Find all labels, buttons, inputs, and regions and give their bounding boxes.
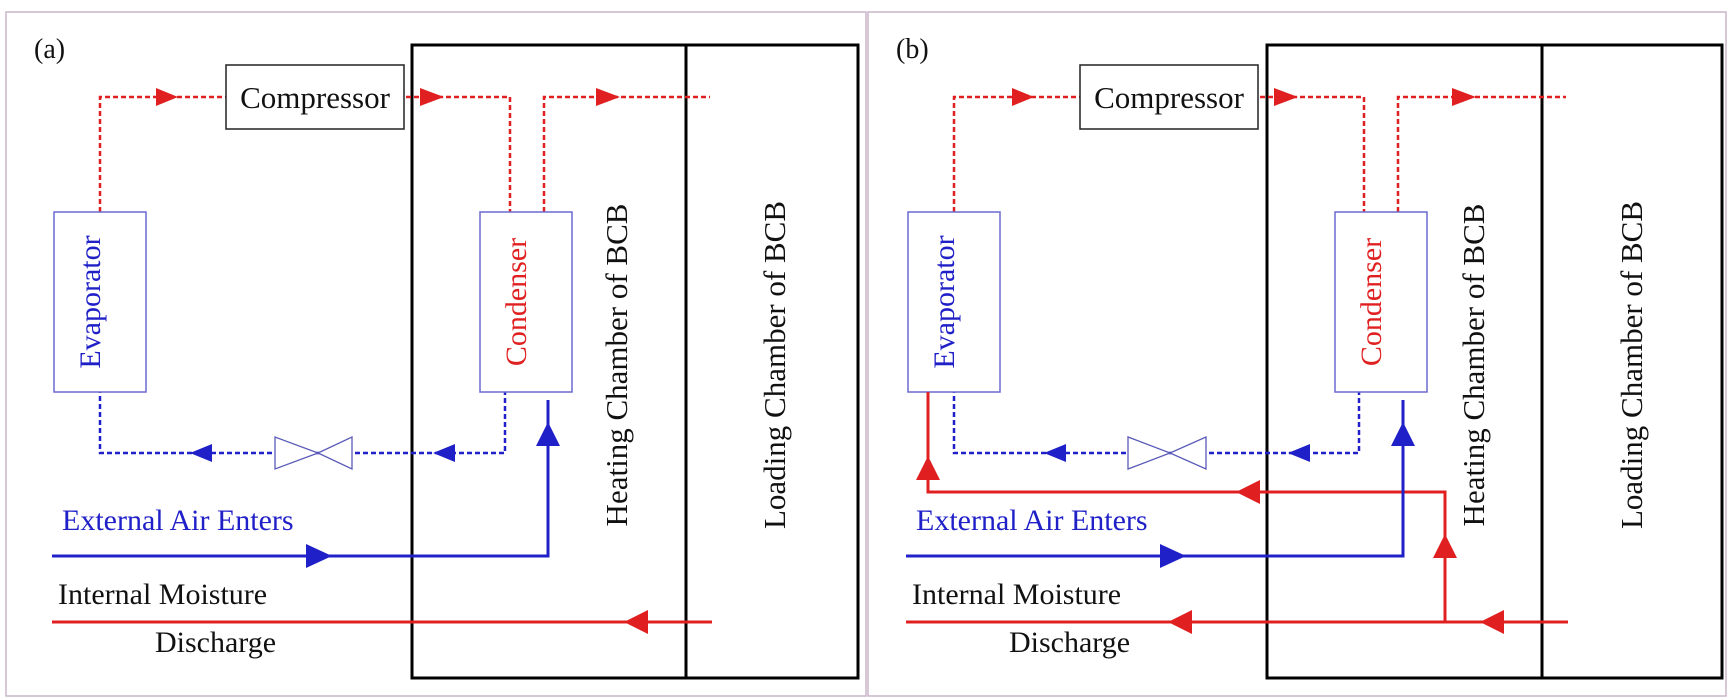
flow-arrow	[1160, 544, 1186, 568]
moisture-label-line1: Internal Moisture	[912, 578, 1121, 611]
external-air-label: External Air Enters	[916, 504, 1148, 537]
refrigerant-line-condenser-out	[542, 95, 710, 212]
flow-arrow	[190, 444, 212, 462]
flow-arrow	[1391, 422, 1415, 446]
compressor-box	[1079, 64, 1259, 130]
flow-arrow	[1274, 88, 1298, 106]
external-air-line	[52, 400, 550, 558]
compressor-label: Compressor	[240, 80, 391, 115]
refrigerant-line-compressor-to-condenser	[406, 95, 512, 212]
loading-chamber-label: Loading Chamber of BCB	[1614, 201, 1649, 529]
external-air-line	[906, 400, 1405, 558]
flow-arrow	[624, 610, 648, 634]
flow-arrow	[536, 422, 560, 446]
loading-chamber-label: Loading Chamber of BCB	[757, 201, 792, 529]
condenser-label: Condenser	[1355, 238, 1388, 366]
moisture-label-line2: Discharge	[1009, 626, 1130, 659]
panel-b-frame	[867, 11, 1727, 697]
loading-chamber-box	[684, 43, 860, 680]
moisture-label-line1: Internal Moisture	[58, 578, 267, 611]
flow-arrow	[1236, 480, 1260, 504]
condenser-label: Condenser	[500, 238, 533, 366]
expansion-valve-icon	[1127, 435, 1207, 471]
compressor-label: Compressor	[1094, 80, 1245, 115]
flow-arrow	[1433, 534, 1457, 558]
panel-b: (b) Heating Chamber of BCB Loading Chamb…	[896, 34, 1724, 680]
evaporator-label: Evaporator	[74, 235, 107, 368]
heating-chamber-label: Heating Chamber of BCB	[1456, 204, 1491, 527]
refrigerant-line-condenser-to-evap	[98, 390, 507, 455]
expansion-valve-icon	[274, 435, 353, 471]
flow-arrow	[433, 444, 455, 462]
flow-arrow	[916, 456, 940, 480]
moisture-label-line2: Discharge	[155, 626, 276, 659]
panel-b-label: (b)	[896, 34, 929, 65]
condenser-box	[1334, 211, 1428, 393]
flow-arrow	[596, 88, 620, 106]
flow-arrow	[1168, 610, 1192, 634]
flow-arrow	[156, 88, 178, 106]
heating-chamber-label: Heating Chamber of BCB	[599, 204, 634, 527]
refrigerant-line-condenser-out	[1396, 95, 1566, 212]
panel-a-label: (a)	[34, 34, 65, 65]
evaporator-box	[53, 211, 147, 393]
flow-arrow	[1452, 88, 1476, 106]
flow-arrow	[1288, 444, 1310, 462]
external-air-label: External Air Enters	[62, 504, 294, 537]
flow-arrow	[306, 544, 332, 568]
flow-arrow	[1044, 444, 1066, 462]
compressor-box	[225, 64, 405, 130]
evaporator-label: Evaporator	[928, 235, 961, 368]
loading-chamber-box	[1540, 43, 1724, 680]
flow-arrow	[420, 88, 444, 106]
panel-a-frame	[5, 11, 867, 697]
condenser-box	[479, 211, 573, 393]
refrigerant-line-condenser-to-evap	[952, 390, 1361, 455]
refrigerant-line-evap-to-compressor	[952, 95, 1082, 212]
refrigerant-line-compressor-to-condenser	[1260, 95, 1366, 212]
flow-arrow	[1012, 88, 1034, 106]
refrigerant-line-evap-to-compressor	[98, 95, 228, 212]
evaporator-box	[907, 211, 1001, 393]
flow-arrow	[1480, 610, 1504, 634]
panel-a: (a) Heating Chamber of BCB Loading Chamb…	[34, 34, 860, 680]
